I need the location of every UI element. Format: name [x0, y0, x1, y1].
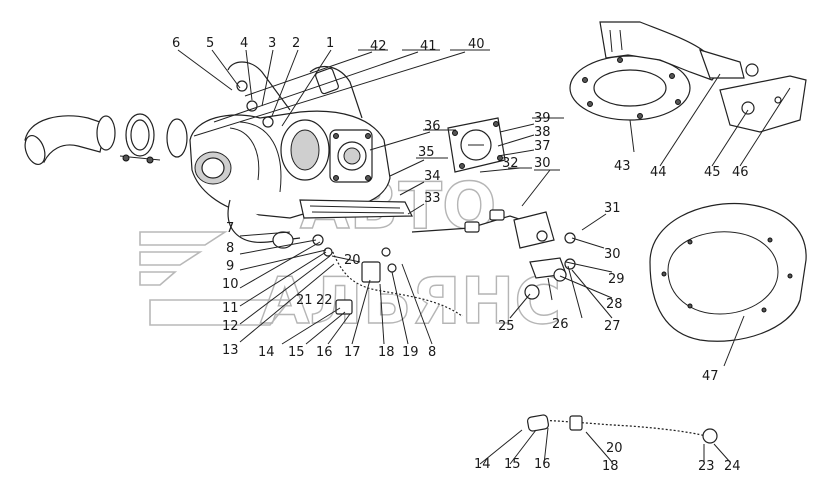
callout-14b: 14	[474, 457, 491, 472]
flex-hose-lower	[527, 419, 707, 437]
o-ring	[166, 118, 188, 158]
callout-14a: 14	[258, 345, 275, 360]
callout-16b: 16	[534, 457, 551, 472]
callout-31: 31	[604, 201, 621, 216]
callout-46: 46	[732, 165, 749, 180]
callout-27: 27	[604, 319, 621, 334]
mounting-plate	[299, 199, 413, 219]
callout-28: 28	[606, 297, 623, 312]
callout-24: 24	[724, 459, 741, 474]
clamp-21	[335, 299, 353, 315]
wastegate-actuator	[272, 231, 294, 249]
callout-38: 38	[534, 125, 551, 140]
callout-16a: 16	[316, 345, 333, 360]
callout-11: 11	[222, 301, 239, 316]
callout-18b: 18	[602, 459, 619, 474]
callout-37: 37	[534, 139, 551, 154]
callout-39: 39	[534, 111, 551, 126]
callout-17: 17	[344, 345, 361, 360]
watermark-logo	[139, 231, 292, 326]
callout-41: 41	[420, 39, 437, 54]
callout-7: 7	[226, 221, 234, 236]
callout-12: 12	[222, 319, 239, 334]
turbocharger	[189, 61, 413, 249]
callout-47: 47	[702, 369, 719, 384]
callout-22: 22	[316, 293, 333, 308]
callout-15a: 15	[288, 345, 305, 360]
callout-23: 23	[698, 459, 715, 474]
callout-34: 34	[424, 169, 441, 184]
flange-43	[569, 55, 691, 121]
callout-8b: 8	[428, 345, 436, 360]
callout-35: 35	[418, 145, 435, 160]
bracket-46	[719, 75, 807, 133]
callout-4: 4	[240, 36, 248, 51]
callout-9: 9	[226, 259, 234, 274]
bracket-17	[361, 261, 381, 283]
callout-29: 29	[608, 272, 625, 287]
callout-33: 33	[424, 191, 441, 206]
callout-18a: 18	[378, 345, 395, 360]
callout-21: 21	[296, 293, 313, 308]
callout-1: 1	[326, 36, 334, 51]
exhaust-gasket	[447, 117, 506, 173]
callout-40: 40	[468, 37, 485, 52]
callout-36: 36	[424, 119, 441, 134]
callout-20b: 20	[606, 441, 623, 456]
callout-30b: 30	[604, 247, 621, 262]
callout-32: 32	[502, 156, 519, 171]
callout-3: 3	[268, 36, 276, 51]
intake-hose-group	[24, 113, 188, 166]
callout-8a: 8	[226, 241, 234, 256]
oil-feed-pipe	[227, 61, 291, 111]
callout-20a: 20	[344, 253, 361, 268]
callout-5: 5	[206, 36, 214, 51]
callout-30a: 30	[534, 156, 551, 171]
hose-end-fitting	[702, 428, 718, 444]
heat-shield-47	[649, 202, 807, 342]
bracket-44	[599, 21, 807, 133]
callout-15b: 15	[504, 457, 521, 472]
callout-2: 2	[292, 36, 300, 51]
callout-26: 26	[552, 317, 569, 332]
callout-43: 43	[614, 159, 631, 174]
hose-clamp	[96, 115, 116, 151]
callout-numbers: 6 5 4 3 2 1 42 41 40 36 35 34 33 39 38 3…	[172, 36, 749, 474]
callout-45: 45	[704, 165, 721, 180]
leader-lines	[177, 49, 791, 465]
pipe-bracket	[315, 67, 339, 95]
callout-13: 13	[222, 343, 239, 358]
callout-19a: 19	[402, 345, 419, 360]
callout-44: 44	[650, 165, 667, 180]
hose-clamp-lower	[526, 414, 550, 432]
callout-10: 10	[222, 277, 239, 292]
callout-6: 6	[172, 36, 180, 51]
oil-fitting-block	[513, 211, 555, 249]
callout-25: 25	[498, 319, 515, 334]
callout-42: 42	[370, 39, 387, 54]
